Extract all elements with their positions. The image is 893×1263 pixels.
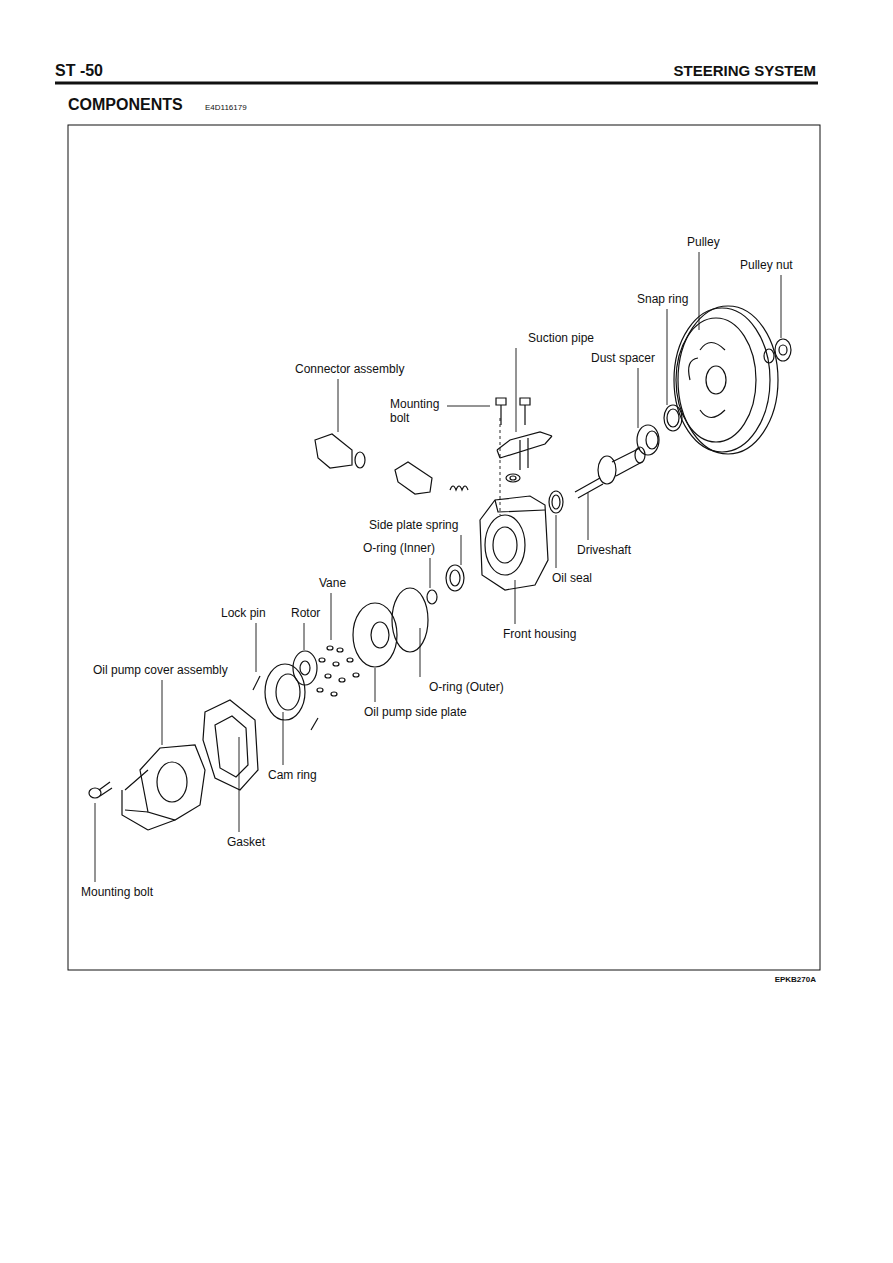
part-label: Vane (318, 577, 347, 591)
part-label: Dust spacer (590, 352, 656, 366)
section-header: STEERING SYSTEM (673, 62, 816, 79)
part-label: Gasket (226, 836, 266, 850)
page-number: ST -50 (55, 62, 103, 80)
section-title: COMPONENTS (68, 96, 183, 114)
figure-code: E4D116179 (205, 103, 247, 112)
part-label: Front housing (502, 628, 577, 642)
part-label: Side plate spring (368, 519, 459, 533)
part-label: Driveshaft (576, 544, 632, 558)
part-label: O-ring (Outer) (428, 681, 505, 695)
part-label: Lock pin (220, 607, 267, 621)
part-label: Pulley nut (739, 259, 794, 273)
part-label: Connector assembly (294, 363, 405, 377)
part-label: Oil pump cover assembly (92, 664, 229, 678)
part-label: Rotor (290, 607, 321, 621)
part-label: Mounting bolt (80, 886, 154, 900)
part-label: O-ring (Inner) (362, 542, 436, 556)
part-label: Oil seal (551, 572, 593, 586)
part-label: Oil pump side plate (363, 706, 468, 720)
part-label: Cam ring (267, 769, 318, 783)
part-label: Snap ring (636, 293, 689, 307)
figure-code: EPKB270A (775, 975, 816, 984)
part-label: Mounting bolt (389, 398, 447, 426)
part-label: Pulley (686, 236, 721, 250)
part-label: Suction pipe (527, 332, 595, 346)
